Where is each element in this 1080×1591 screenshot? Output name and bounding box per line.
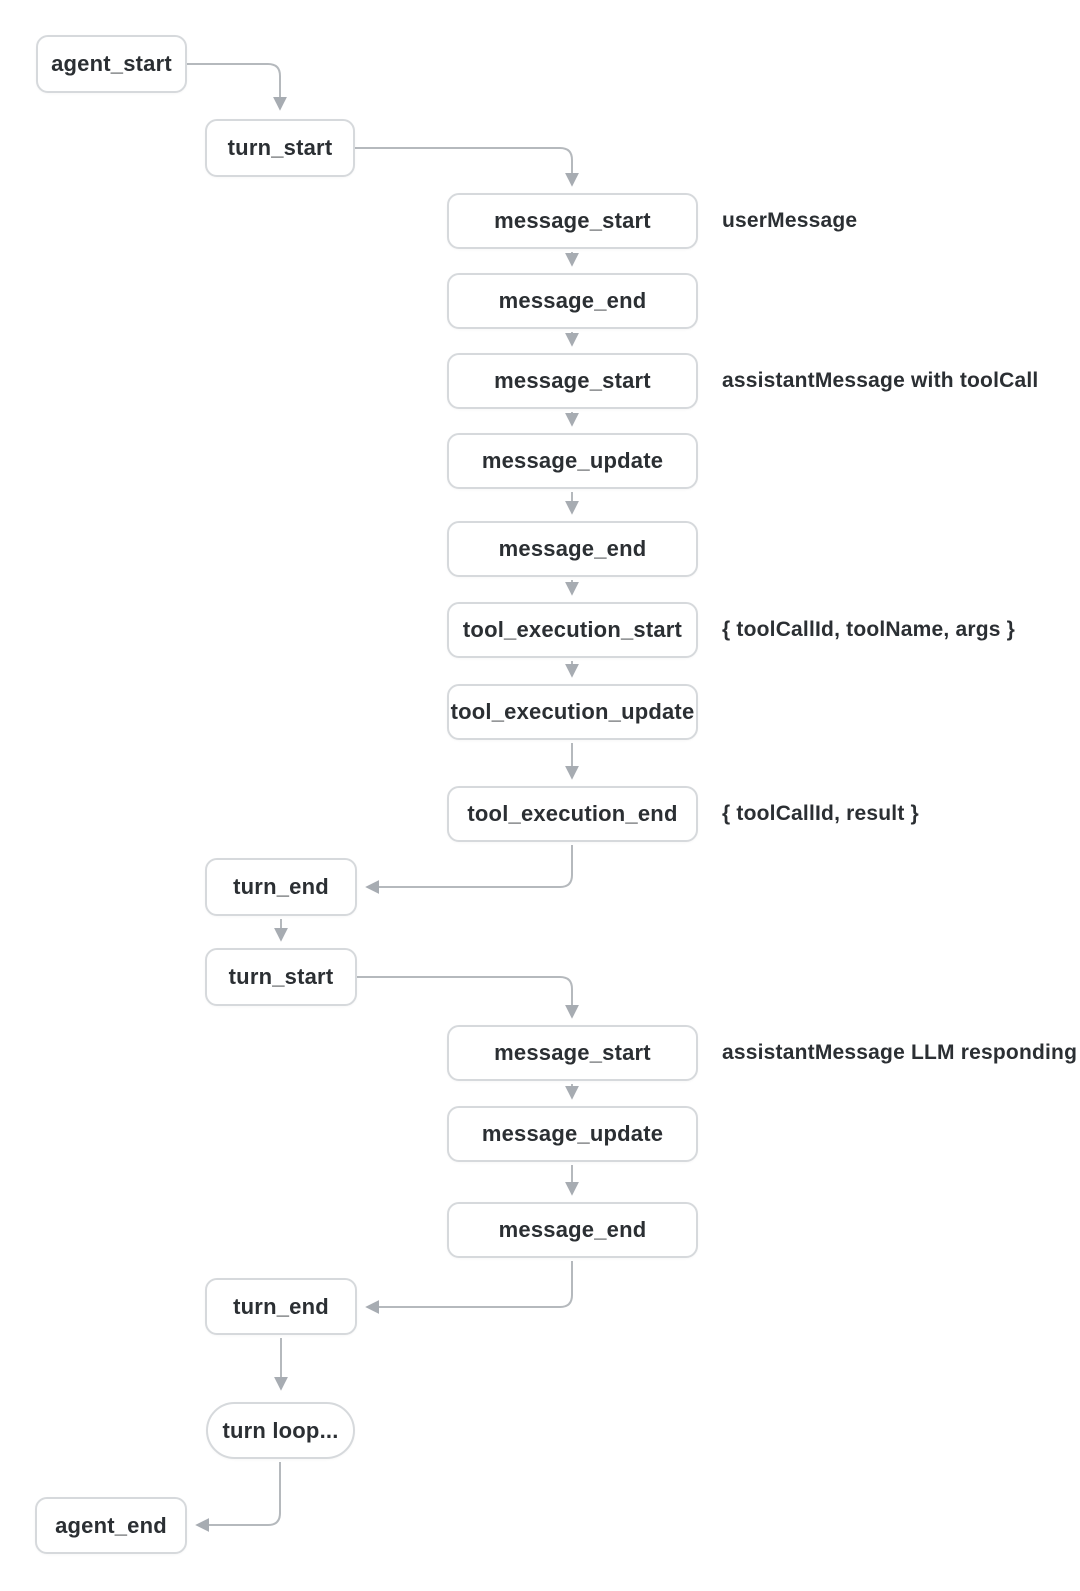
node-agent-end: agent_end	[35, 1497, 187, 1554]
edge-turn-start-to-message-start-2	[357, 976, 579, 1019]
edge-turn-loop-to-agent-end	[195, 1462, 281, 1532]
node-message-end-3: message_end	[447, 1202, 698, 1258]
node-message-start-2: message_start	[447, 353, 698, 409]
edge-tool-execution-end-to-turn-end	[365, 845, 573, 894]
node-turn-end-1: turn_end	[205, 858, 357, 916]
node-turn-end-2: turn_end	[205, 1278, 357, 1335]
node-message-end-1: message_end	[447, 273, 698, 329]
node-turn-start-1: turn_start	[205, 119, 355, 177]
edge-turn-start-to-message-start	[355, 147, 579, 187]
annotation-tool-execution-end-payload: { toolCallId, result }	[722, 802, 919, 825]
node-agent-start: agent_start	[36, 35, 187, 93]
edge-agent-start-to-turn-start	[187, 63, 287, 111]
node-message-update-2: message_update	[447, 1106, 698, 1162]
edge-message-end-to-turn-end-2	[365, 1261, 573, 1314]
annotation-assistant-message-llm: assistantMessage LLM responding	[722, 1041, 1078, 1064]
node-message-update-1: message_update	[447, 433, 698, 489]
node-message-start-1: message_start	[447, 193, 698, 249]
annotation-user-message: userMessage	[722, 209, 858, 232]
node-tool-execution-start: tool_execution_start	[447, 602, 698, 658]
node-message-end-2: message_end	[447, 521, 698, 577]
node-message-start-3: message_start	[447, 1025, 698, 1081]
node-turn-loop: turn loop...	[206, 1402, 355, 1459]
node-tool-execution-end: tool_execution_end	[447, 786, 698, 842]
annotation-tool-execution-start-payload: { toolCallId, toolName, args }	[722, 618, 1016, 641]
annotation-assistant-message-toolcall: assistantMessage with toolCall	[722, 369, 1039, 392]
node-tool-execution-update: tool_execution_update	[447, 684, 698, 740]
node-turn-start-2: turn_start	[205, 948, 357, 1006]
